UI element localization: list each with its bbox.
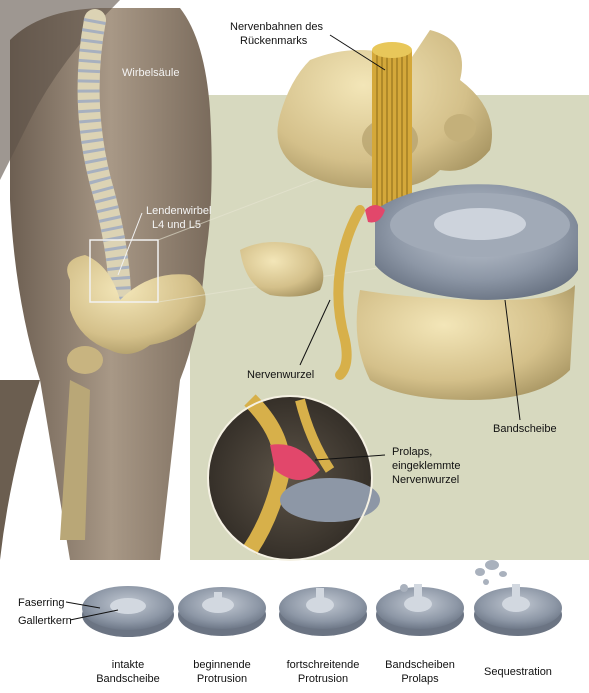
stage-4-line1: Bandscheiben [385,659,455,671]
disc-stage-1 [82,586,174,637]
stage-4-line2: Prolaps [401,673,439,685]
stage-2-line2: Protrusion [197,673,247,685]
spinal-cord [372,42,412,210]
label-prolapse-3: Nervenwurzel [392,474,459,486]
label-nucleus: Gallertkern [18,615,72,627]
label-fiber-ring: Faserring [18,597,64,609]
stage-2-line1: beginnende [193,659,251,671]
stage-3-line2: Protrusion [298,673,348,685]
label-disc: Bandscheibe [493,423,557,435]
label-prolapse-2: eingeklemmte [392,460,460,472]
stage-5-line1: Sequestration [484,666,552,678]
label-spinal-tracts-1: Nervenbahnen des [230,21,323,33]
stage-1-line2: Bandscheibe [96,673,160,685]
label-lumbar-1: Lendenwirbel [146,205,211,217]
label-lumbar-2: L4 und L5 [152,219,201,231]
disc-stage-2 [178,587,266,636]
stage-3-line1: fortschreitende [287,659,360,671]
disc-stage-3 [279,587,367,636]
label-spinal-tracts-2: Rückenmarks [240,35,308,47]
stage-1-line1: intakte [112,659,144,671]
label-nerve-root: Nervenwurzel [247,369,314,381]
label-spine: Wirbelsäule [122,67,179,79]
label-prolapse-1: Prolaps, [392,446,432,458]
